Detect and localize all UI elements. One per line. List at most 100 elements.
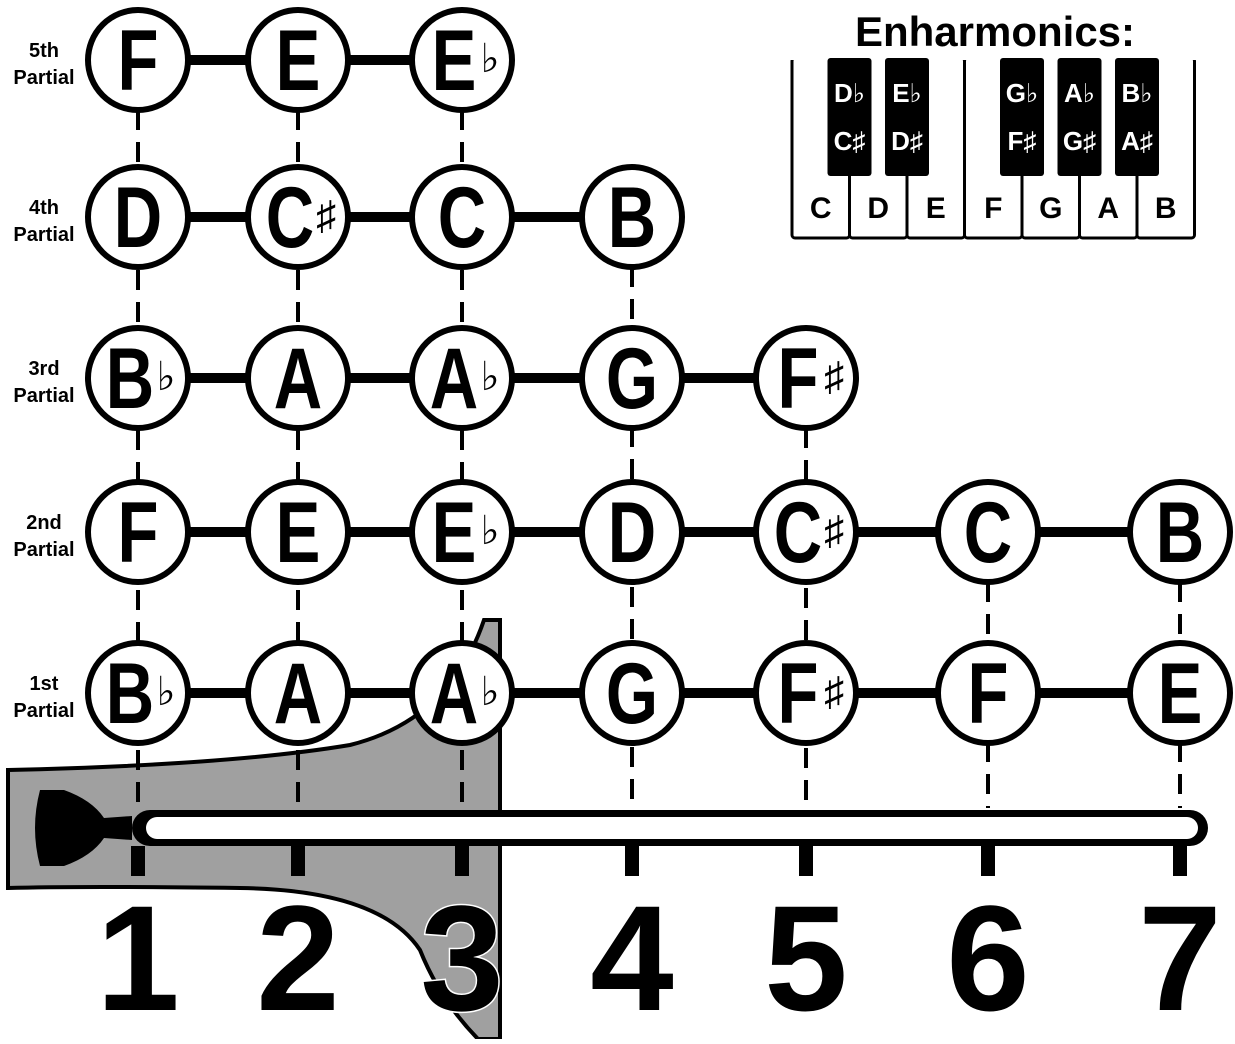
partial-label-word: Partial xyxy=(13,700,74,722)
note-circle: B xyxy=(582,167,682,267)
white-key-label: F xyxy=(984,192,1002,225)
black-key xyxy=(885,58,929,176)
note-letter: E xyxy=(276,485,321,581)
partial-label-ordinal: 1st xyxy=(30,673,59,695)
partial-label-word: Partial xyxy=(13,224,74,246)
partial-label-word: Partial xyxy=(13,385,74,407)
note-circle: E xyxy=(1130,643,1230,743)
note-accidental: ♭ xyxy=(481,355,500,399)
position-tick xyxy=(131,846,145,876)
black-key xyxy=(828,58,872,176)
note-letter: E xyxy=(432,485,477,581)
white-key-label: G xyxy=(1039,192,1062,225)
position-tick xyxy=(625,846,639,876)
note-circle: F♯ xyxy=(756,643,856,743)
note-accidental: ♯ xyxy=(316,194,336,238)
note-letter: A xyxy=(274,646,322,742)
position-tick xyxy=(1173,846,1187,876)
black-key xyxy=(1058,58,1102,176)
note-letter: E xyxy=(276,13,321,109)
note-accidental: ♭ xyxy=(157,355,176,399)
note-circle: C♯ xyxy=(248,167,348,267)
note-circle: D xyxy=(582,482,682,582)
note-letter: E xyxy=(432,13,477,109)
note-accidental: ♭ xyxy=(481,509,500,553)
position-number: 1 xyxy=(96,874,179,1039)
note-circle: A xyxy=(248,643,348,743)
note-circle: E xyxy=(248,482,348,582)
note-letter: B xyxy=(106,331,154,427)
note-letter: A xyxy=(274,331,322,427)
position-number: 6 xyxy=(946,874,1029,1039)
note-accidental: ♯ xyxy=(824,670,844,714)
slide-inner xyxy=(146,817,1198,839)
white-key-label: E xyxy=(926,192,946,225)
note-circle: B♭ xyxy=(88,643,188,743)
position-tick xyxy=(981,846,995,876)
note-letter: D xyxy=(608,485,656,581)
position-tick xyxy=(291,846,305,876)
note-letter: F xyxy=(118,13,159,109)
note-letter: C xyxy=(438,170,486,266)
note-circle: F xyxy=(938,643,1038,743)
note-letter: F xyxy=(968,646,1009,742)
note-letter: B xyxy=(608,170,656,266)
black-key-label-bottom: D♯ xyxy=(891,126,923,156)
black-key-label-bottom: C♯ xyxy=(834,126,866,156)
position-tick xyxy=(799,846,813,876)
note-circle: C♯ xyxy=(756,482,856,582)
note-letter: F xyxy=(778,331,819,427)
note-circle: F♯ xyxy=(756,328,856,428)
note-letter: G xyxy=(606,646,658,742)
partial-label-ordinal: 4th xyxy=(29,197,59,219)
position-tick xyxy=(455,846,469,876)
note-accidental: ♯ xyxy=(824,509,844,553)
black-key xyxy=(1000,58,1044,176)
partial-label-ordinal: 5th xyxy=(29,40,59,62)
note-letter: D xyxy=(114,170,162,266)
note-letter: B xyxy=(1156,485,1204,581)
partial-label-word: Partial xyxy=(13,539,74,561)
note-letter: F xyxy=(118,485,159,581)
note-letter: F xyxy=(778,646,819,742)
position-number: 5 xyxy=(764,874,847,1039)
note-letter: A xyxy=(430,646,478,742)
note-accidental: ♯ xyxy=(824,355,844,399)
note-circle: A♭ xyxy=(412,643,512,743)
note-letter: C xyxy=(964,485,1012,581)
white-key-label: C xyxy=(810,192,832,225)
black-key-label-top: E♭ xyxy=(892,78,922,108)
position-number: 3 xyxy=(420,874,503,1039)
note-circle: F xyxy=(88,10,188,110)
note-circle: G xyxy=(582,643,682,743)
black-key xyxy=(1115,58,1159,176)
partial-label-ordinal: 3rd xyxy=(28,358,59,380)
white-key-label: B xyxy=(1155,192,1177,225)
note-circle: A xyxy=(248,328,348,428)
note-accidental: ♭ xyxy=(157,670,176,714)
note-circle: E xyxy=(248,10,348,110)
note-circle: G xyxy=(582,328,682,428)
note-letter: E xyxy=(1158,646,1203,742)
note-accidental: ♭ xyxy=(481,37,500,81)
white-key-label: D xyxy=(867,192,889,225)
note-letter: A xyxy=(430,331,478,427)
note-circle: B xyxy=(1130,482,1230,582)
black-key-label-top: D♭ xyxy=(834,78,865,108)
partial-label-word: Partial xyxy=(13,67,74,89)
note-circle: C xyxy=(938,482,1038,582)
note-accidental: ♭ xyxy=(481,670,500,714)
black-key-label-bottom: F♯ xyxy=(1008,126,1037,156)
note-letter: C xyxy=(266,170,314,266)
position-number: 7 xyxy=(1138,874,1221,1039)
note-letter: C xyxy=(774,485,822,581)
note-circle: A♭ xyxy=(412,328,512,428)
note-letter: G xyxy=(606,331,658,427)
note-circle: D xyxy=(88,167,188,267)
note-circle: C xyxy=(412,167,512,267)
position-number: 4 xyxy=(590,874,673,1039)
note-circle: F xyxy=(88,482,188,582)
note-circle: E♭ xyxy=(412,10,512,110)
